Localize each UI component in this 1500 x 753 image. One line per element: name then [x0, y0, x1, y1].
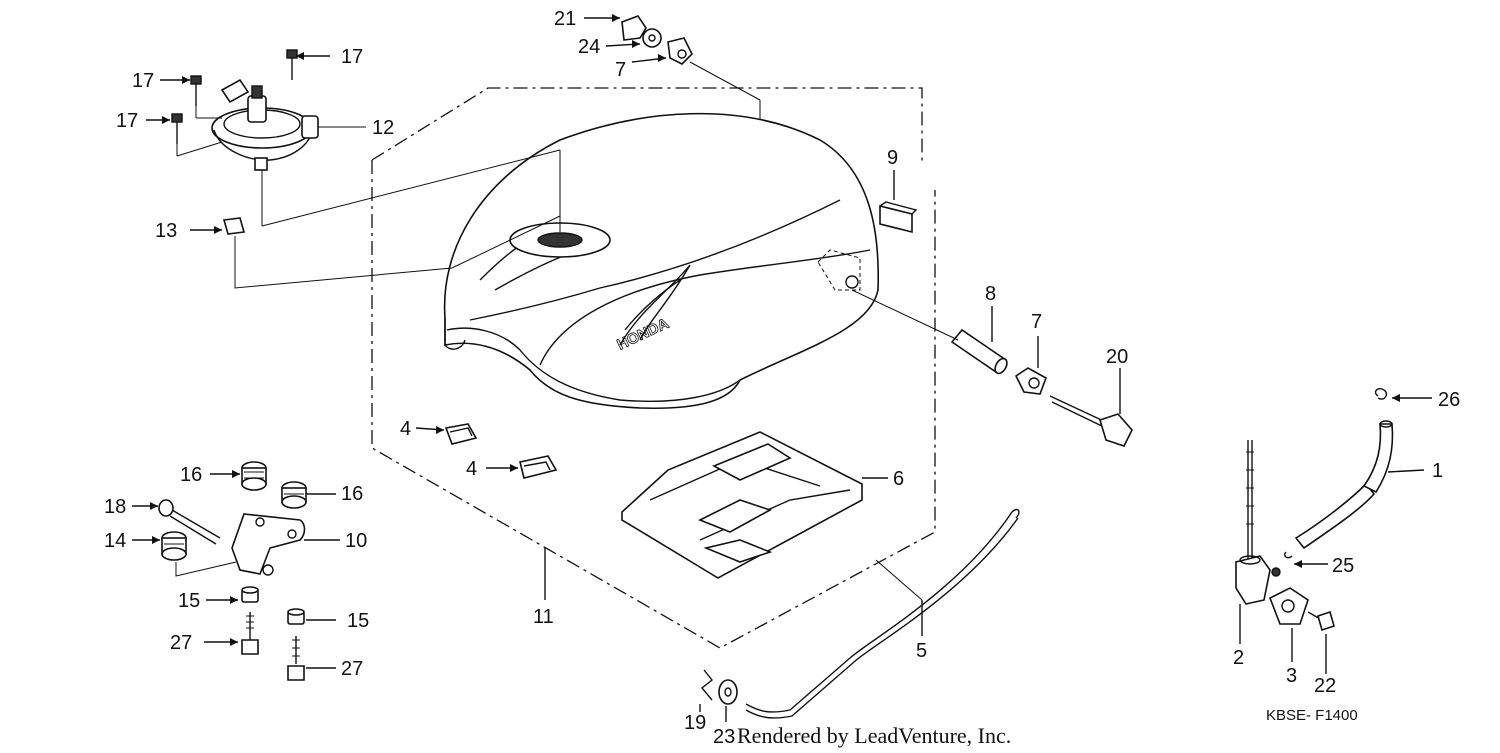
callout-17a: 17 — [341, 46, 363, 68]
bracket-10[interactable] — [231, 513, 340, 576]
callout-10: 10 — [345, 530, 367, 552]
prop-rod-5[interactable] — [745, 508, 1020, 719]
cushion-13[interactable] — [190, 215, 561, 289]
callout-16a: 16 — [180, 464, 202, 486]
screw-22[interactable] — [1307, 610, 1335, 674]
grommet-7-right[interactable] — [1014, 336, 1047, 395]
callout-7b: 7 — [1031, 311, 1042, 333]
callout-17c: 17 — [116, 110, 138, 132]
callout-27a: 27 — [170, 632, 192, 654]
callout-1: 1 — [1432, 460, 1443, 482]
nut-15-right[interactable] — [287, 608, 336, 625]
callout-4b: 4 — [466, 458, 477, 480]
callout-3: 3 — [1286, 665, 1297, 687]
callout-16b: 16 — [341, 483, 363, 505]
fuel-cock-2[interactable] — [1235, 440, 1281, 644]
callout-14: 14 — [104, 530, 126, 552]
callout-labels: 1 2 3 4 4 5 6 7 7 8 9 10 11 12 13 14 15 … — [104, 8, 1460, 748]
cushion-4-lower[interactable] — [486, 455, 558, 479]
rubber-mat-6[interactable] — [621, 431, 888, 579]
callout-22: 22 — [1314, 675, 1336, 697]
callout-11: 11 — [533, 606, 554, 628]
rubber-16-upper[interactable] — [210, 461, 267, 491]
credit-text: Rendered by LeadVenture, Inc. — [737, 723, 1011, 748]
callout-5: 5 — [916, 640, 927, 662]
bolt-17-top-right[interactable] — [286, 49, 330, 80]
cushion-9[interactable] — [879, 170, 918, 234]
bolt-27-right[interactable] — [287, 636, 336, 681]
callout-23: 23 — [713, 726, 735, 748]
callout-12: 12 — [372, 117, 394, 139]
bolt-18[interactable] — [132, 499, 221, 545]
clip-25[interactable] — [1283, 551, 1328, 568]
bolt-17-top-left[interactable] — [160, 75, 222, 119]
callout-6: 6 — [893, 468, 904, 490]
fuel-tank[interactable]: HONDA — [443, 112, 880, 410]
lever-3[interactable] — [1268, 587, 1309, 662]
washer-23[interactable] — [718, 679, 738, 722]
callout-4a: 4 — [400, 418, 411, 440]
callout-20: 20 — [1106, 346, 1128, 368]
callout-25: 25 — [1332, 555, 1354, 577]
fuel-tube-1[interactable] — [1294, 420, 1425, 550]
grommet-7-top[interactable] — [631, 37, 761, 101]
callout-19: 19 — [684, 712, 706, 734]
callout-17b: 17 — [132, 70, 154, 92]
callout-24: 24 — [578, 36, 600, 58]
callout-26: 26 — [1438, 389, 1460, 411]
bolt-27-left[interactable] — [204, 612, 259, 655]
cushion-4-upper[interactable] — [415, 423, 478, 445]
clip-19[interactable] — [699, 669, 713, 712]
fuel-cap-assembly[interactable] — [211, 78, 561, 232]
callout-27b: 27 — [341, 658, 363, 680]
collar-8[interactable] — [851, 289, 1009, 375]
rubber-14[interactable] — [132, 531, 237, 577]
callout-13: 13 — [155, 220, 177, 242]
callout-8: 8 — [985, 283, 996, 305]
clip-26[interactable] — [1374, 387, 1432, 402]
callout-21: 21 — [554, 8, 576, 30]
callout-2: 2 — [1233, 647, 1244, 669]
bolt-17-left[interactable] — [146, 113, 223, 157]
bolt-20[interactable] — [1049, 368, 1133, 447]
callout-15a: 15 — [178, 590, 200, 612]
callout-18: 18 — [104, 496, 126, 518]
diagram-code: KBSE- F1400 — [1266, 707, 1358, 724]
cap-nut-21[interactable] — [584, 14, 647, 41]
washer-24[interactable] — [605, 28, 662, 48]
rubber-16-lower[interactable] — [281, 481, 336, 509]
nut-15-left[interactable] — [206, 586, 259, 604]
callout-7a: 7 — [615, 59, 626, 81]
callout-9: 9 — [887, 147, 898, 169]
callout-15b: 15 — [347, 610, 369, 632]
